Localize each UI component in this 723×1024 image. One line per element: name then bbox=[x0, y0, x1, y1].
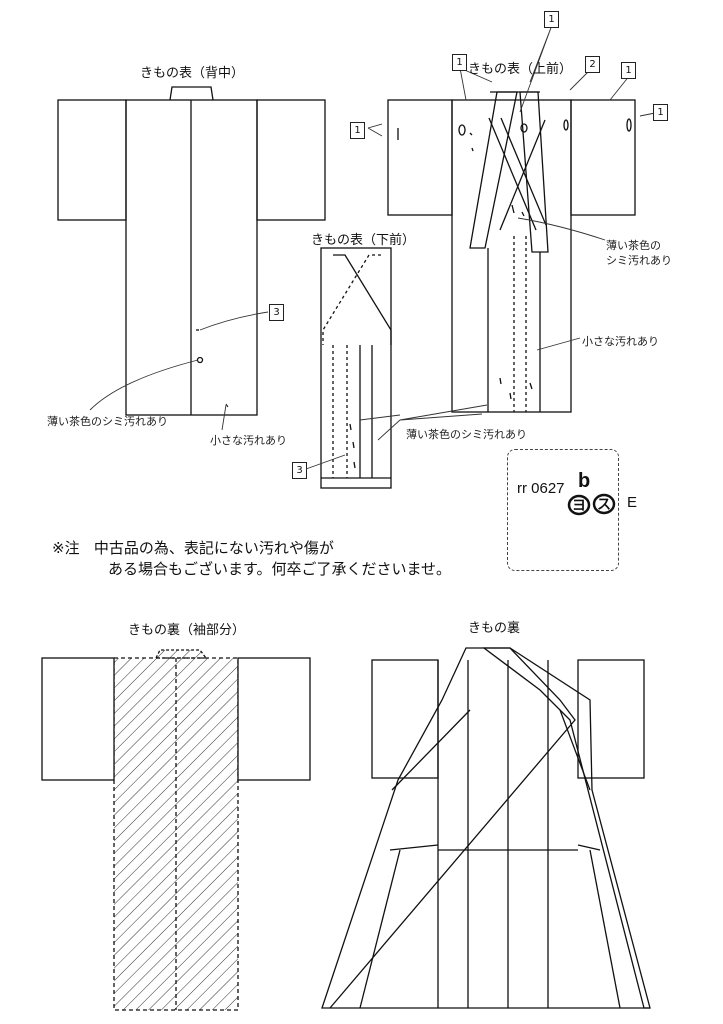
annotation-small-dirt-back: 小さな汚れあり bbox=[210, 434, 287, 447]
note-line-2: ある場合もございます。何卒ご了承くださいませ。 bbox=[108, 560, 452, 578]
marker-1-right: 1 bbox=[621, 62, 636, 79]
title-lining: きもの裏 bbox=[468, 621, 521, 636]
note-mark: ※注 bbox=[52, 539, 80, 557]
kimono-back-view bbox=[57, 86, 326, 416]
handwritten-mark-1: ヨ bbox=[572, 497, 586, 513]
annotation-small-dirt-front: 小さな汚れあり bbox=[582, 335, 659, 348]
item-code: rr 0627 bbox=[517, 480, 565, 497]
marker-1-collar-left: 1 bbox=[350, 122, 365, 139]
marker-1-sleeve: 1 bbox=[653, 104, 668, 121]
kimono-lining-sleeve-view bbox=[41, 649, 311, 1011]
kimono-lining-view bbox=[321, 647, 651, 1009]
title-lining-sleeve: きもの裏（袖部分） bbox=[128, 623, 246, 638]
marker-3-lower: 3 bbox=[292, 462, 307, 479]
marker-3-back: 3 bbox=[269, 304, 284, 321]
disclaimer-note: ※注 中古品の為、表記にない汚れや傷が ある場合もございます。何卒ご了承ください… bbox=[52, 538, 451, 580]
title-back: きもの表（背中） bbox=[140, 66, 245, 81]
marker-1-left: 1 bbox=[452, 54, 467, 71]
item-code-suffix: b bbox=[578, 470, 591, 492]
title-front-upper: きもの表（上前） bbox=[468, 62, 573, 77]
annotation-stain-front-upper: 薄い茶色の シミ汚れあり bbox=[606, 239, 672, 267]
kimono-front-upper-view bbox=[387, 91, 636, 413]
leader-lines-top bbox=[89, 24, 661, 470]
item-code-box bbox=[507, 449, 619, 571]
marker-1-top: 1 bbox=[544, 11, 559, 28]
annotation-stain-front-lower: 薄い茶色のシミ汚れあり bbox=[406, 428, 527, 441]
item-grade: E bbox=[627, 494, 638, 511]
title-front-lower: きもの表（下前） bbox=[311, 233, 416, 248]
kimono-front-lower-view bbox=[320, 247, 392, 489]
note-line-1: 中古品の為、表記にない汚れや傷が bbox=[93, 539, 334, 557]
annotation-stain-back: 薄い茶色のシミ汚れあり bbox=[47, 415, 168, 428]
handwritten-mark-2: ス bbox=[597, 496, 611, 512]
marker-2: 2 bbox=[585, 56, 600, 73]
handwritten-circles bbox=[567, 493, 616, 516]
